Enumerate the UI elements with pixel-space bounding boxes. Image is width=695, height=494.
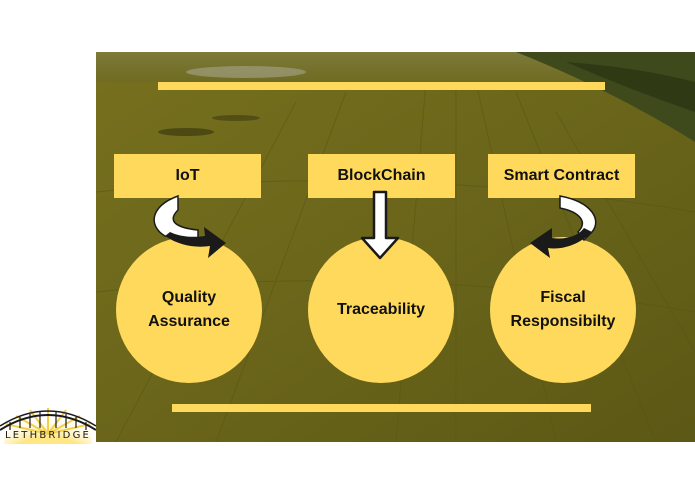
outcome-line-1: Fiscal [540,289,586,306]
tech-label-smart-contract: Smart Contract [488,154,635,198]
outcome-line-2: Assurance [148,313,230,330]
outcome-line-2: Responsibilty [510,313,616,330]
top-divider-bar [158,82,605,90]
logo-wordmark: LETHBRIDGE [5,430,92,441]
outcome-line-1: Quality [161,289,217,306]
tech-label-smart-contract-text: Smart Contract [503,167,620,184]
outcome-circle-quality-assurance: Quality Assurance [116,237,262,383]
tech-label-iot: IoT [114,154,261,198]
outcome-line-1: Traceability [336,301,426,318]
bottom-divider-bar [172,404,591,412]
outcome-circle-fiscal-responsibility: Fiscal Responsibilty [490,237,636,383]
tech-label-iot-text: IoT [175,167,200,184]
sunrise-bridge-icon [0,408,96,444]
tech-label-blockchain: BlockChain [308,154,455,198]
outcome-circle-traceability: Traceability [308,237,454,383]
tech-label-blockchain-text: BlockChain [337,167,426,184]
